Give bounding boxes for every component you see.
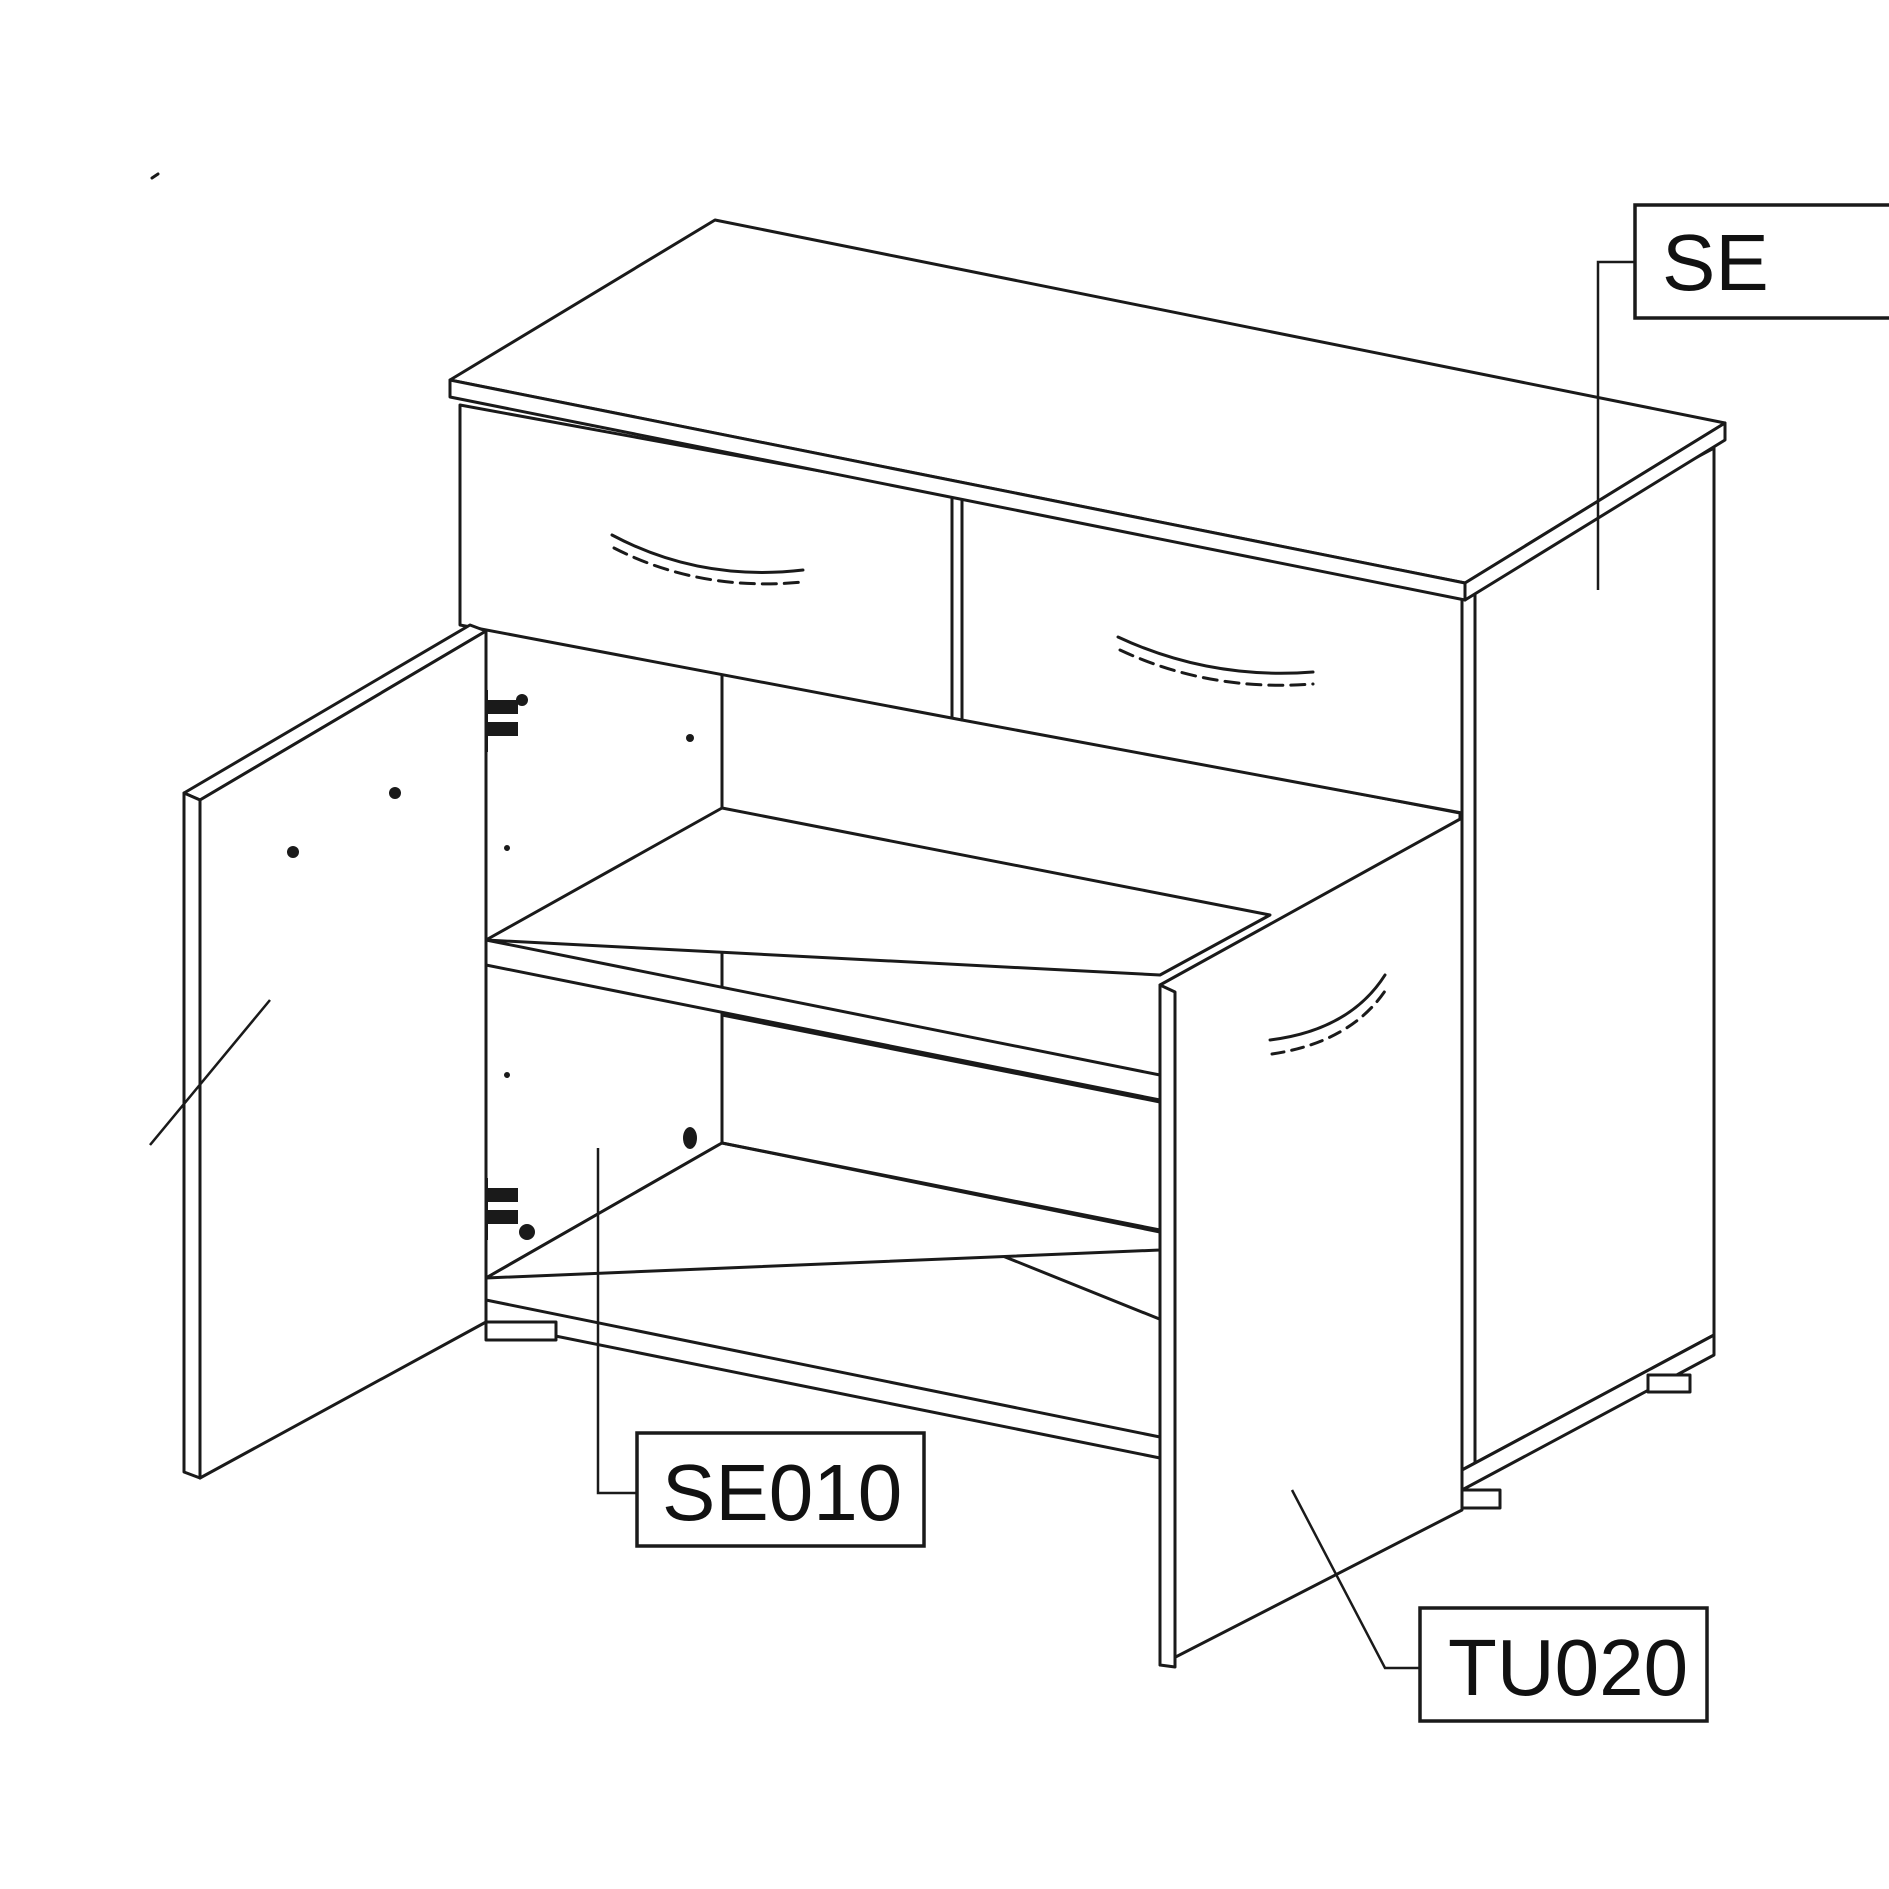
stray-mark: [150, 172, 160, 180]
right-door-handle-inner: [1270, 986, 1389, 1056]
label-tu020-text: TU020: [1448, 1623, 1688, 1712]
tu020-leader: [1290, 1489, 1420, 1670]
left-door-face: [198, 629, 488, 1480]
right-door-handle: [1268, 973, 1387, 1042]
left-drawer-handle: [610, 533, 805, 574]
dowel-hole: [686, 734, 694, 742]
se-leader: [1596, 260, 1635, 590]
right-door-edge: [1158, 983, 1177, 1669]
label-se-text: SE: [1662, 218, 1769, 307]
label-se: SE: [1633, 203, 1889, 320]
dowel-hole: [504, 845, 510, 851]
left-door-leader: [149, 999, 271, 1146]
top-panel-side-edge: [1463, 421, 1727, 602]
left-door: [182, 791, 202, 1480]
dowel-hole: [683, 1127, 697, 1149]
door-hole: [389, 787, 401, 799]
door-hole: [287, 846, 299, 858]
right-drawer-handle-inner: [1118, 648, 1315, 687]
label-se010: SE010: [635, 1431, 926, 1548]
right-side-panel: [1460, 446, 1716, 1472]
label-tu020: TU020: [1418, 1606, 1709, 1723]
bottom-shelf-back-line: [720, 1141, 1162, 1234]
right-foot-back: [1646, 1373, 1692, 1394]
se010-leader: [596, 1148, 637, 1495]
left-foot: [484, 1320, 558, 1342]
right-foot-front: [1458, 1488, 1502, 1510]
dowel-hole: [504, 1072, 510, 1078]
left-drawer-handle-inner: [612, 546, 805, 586]
middle-shelf: [484, 806, 1272, 977]
middle-shelf-back-line: [720, 1013, 1162, 1104]
right-drawer-handle: [1116, 635, 1315, 675]
label-se010-text: SE010: [662, 1448, 902, 1537]
